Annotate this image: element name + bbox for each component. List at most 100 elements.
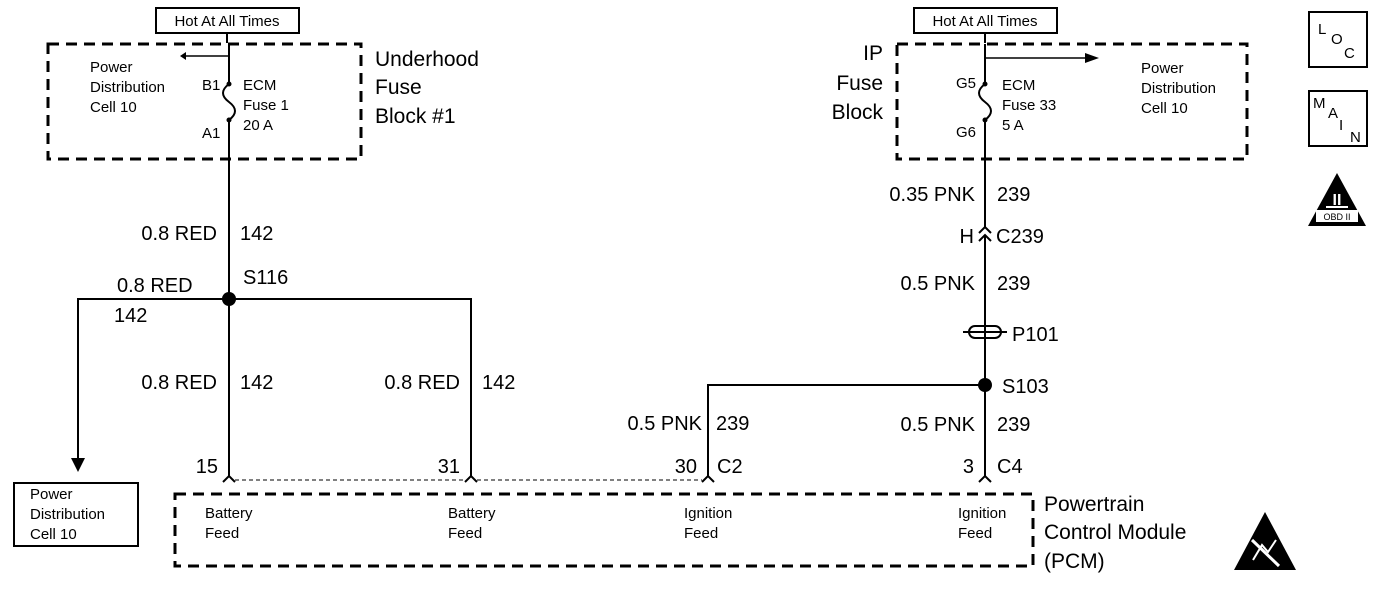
underhood-fuse-block: Hot At All Times Underhood Fuse Block #1… — [46, 7, 479, 161]
svg-text:O: O — [1331, 31, 1343, 48]
obd-ii-label: OBD II — [1323, 212, 1350, 222]
wire-label-05-pnk-a: 0.5 PNK — [901, 273, 976, 295]
passthrough-p101 — [963, 322, 1007, 342]
pcm-feed-2-line-1: Battery — [448, 505, 496, 522]
right-pd-label-1: Power — [1141, 60, 1184, 77]
svg-text:II: II — [1333, 192, 1342, 209]
pcm-feed-3-line-2: Feed — [684, 525, 718, 542]
ip-fuse-block-name-1: IP — [863, 42, 883, 65]
splice-s103-label: S103 — [1002, 376, 1049, 398]
pd-box-label-3: Cell 10 — [30, 526, 77, 543]
pcm-feed-4-line-2: Feed — [958, 525, 992, 542]
pd-box-label-1: Power — [30, 486, 73, 503]
svg-text:N: N — [1350, 129, 1361, 146]
circuit-label-239-d: 239 — [997, 414, 1030, 436]
loc-icon: L O C — [1308, 11, 1368, 68]
left-fuse-symbol — [222, 83, 236, 121]
circuit-label-239-c: 239 — [716, 413, 749, 435]
right-fuse-symbol — [978, 83, 992, 121]
right-pd-label-2: Distribution — [1141, 80, 1216, 97]
left-wiring: 0.8 RED 142 S116 0.8 RED 142 0.8 RED 142… — [71, 120, 515, 476]
connector-c239-upper — [978, 225, 992, 234]
circuit-label-239-b: 239 — [997, 273, 1030, 295]
connector-c2-label: C2 — [717, 456, 743, 478]
wire-label-05-pnk-b: 0.5 PNK — [628, 413, 703, 435]
pcm-name-1: Powertrain — [1044, 493, 1144, 516]
left-pin-b1: B1 — [202, 77, 220, 94]
svg-text:L: L — [1318, 21, 1326, 38]
right-pd-arrow — [1085, 53, 1099, 63]
main-icon: M A I N — [1308, 90, 1368, 147]
left-pd-label-1: Power — [90, 59, 133, 76]
pcm-name-2: Control Module — [1044, 521, 1186, 544]
pcm-module: Battery Feed Battery Feed Ignition Feed … — [173, 492, 1186, 573]
right-pin-g6: G6 — [956, 124, 976, 141]
wire-label-red-branch: 0.8 RED — [117, 275, 193, 297]
pin-31-terminal — [464, 474, 478, 483]
pin-15-terminal — [222, 474, 236, 483]
right-fuse-label-1: ECM — [1002, 77, 1035, 94]
ip-fuse-block-name-2: Fuse — [836, 72, 883, 95]
splice-s116-label: S116 — [243, 267, 288, 289]
right-fuse-label-3: 5 A — [1002, 117, 1024, 134]
hot-at-all-times-label-left: Hot At All Times — [174, 13, 279, 30]
wire-label-red-pin15: 0.8 RED — [141, 372, 217, 394]
ip-fuse-block-outline — [895, 42, 1249, 161]
circuit-label-239-a: 239 — [997, 184, 1030, 206]
pin-31-label: 31 — [438, 456, 460, 478]
connector-c4-label: C4 — [997, 456, 1023, 478]
right-wiring: 0.35 PNK 239 H C239 0.5 PNK 239 P101 S10… — [628, 120, 1059, 476]
pcm-outline — [173, 492, 1035, 568]
underhood-fuse-block-outline — [46, 42, 363, 161]
pcm-name-3: (PCM) — [1044, 550, 1105, 573]
svg-text:A: A — [1328, 105, 1338, 122]
wire-label-035-pnk: 0.35 PNK — [889, 184, 975, 206]
connector-h-label: H — [960, 226, 974, 248]
left-pd-label-3: Cell 10 — [90, 99, 137, 116]
svg-text:I: I — [1339, 117, 1343, 134]
connector-c239-label: C239 — [996, 226, 1044, 248]
esd-warning-icon — [1234, 512, 1296, 570]
pcm-connectors: 15 31 30 C2 3 C4 — [196, 456, 1023, 483]
hot-at-all-times-label-right: Hot At All Times — [932, 13, 1037, 30]
left-fuse-label-2: Fuse 1 — [243, 97, 289, 114]
pcm-feed-3-line-1: Ignition — [684, 505, 732, 522]
connector-p101-label: P101 — [1012, 324, 1059, 346]
underhood-fuse-block-name-3: Block #1 — [375, 105, 456, 128]
right-pd-label-3: Cell 10 — [1141, 100, 1188, 117]
left-pd-label-2: Distribution — [90, 79, 165, 96]
pcm-feed-1-line-2: Feed — [205, 525, 239, 542]
circuit-label-142-pin31: 142 — [482, 372, 515, 394]
circuit-label-142-branch: 142 — [114, 305, 147, 327]
circuit-label-142-pin15: 142 — [240, 372, 273, 394]
pin-3-terminal — [978, 474, 992, 483]
svg-text:C: C — [1344, 45, 1355, 62]
wire-label-05-pnk-c: 0.5 PNK — [901, 414, 976, 436]
pcm-feed-4-line-1: Ignition — [958, 505, 1006, 522]
pin-30-label: 30 — [675, 456, 697, 478]
right-pin-g5: G5 — [956, 75, 976, 92]
pcm-feed-1-line-1: Battery — [205, 505, 253, 522]
left-pin-a1: A1 — [202, 125, 220, 142]
pin-30-terminal — [701, 474, 715, 483]
underhood-fuse-block-name-2: Fuse — [375, 76, 422, 99]
obd-ii-icon: II OBD II — [1308, 173, 1366, 226]
pin-15-label: 15 — [196, 456, 218, 478]
right-fuse-label-2: Fuse 33 — [1002, 97, 1056, 114]
pcm-feed-2-line-2: Feed — [448, 525, 482, 542]
wire-label-red-top: 0.8 RED — [141, 223, 217, 245]
circuit-label-142-top: 142 — [240, 223, 273, 245]
power-distribution-box: Power Distribution Cell 10 — [13, 482, 139, 547]
ip-fuse-block-name-3: Block — [832, 101, 884, 124]
wire-label-red-pin31: 0.8 RED — [384, 372, 460, 394]
svg-text:M: M — [1313, 95, 1326, 112]
pd-box-label-2: Distribution — [30, 506, 105, 523]
pin-3-label: 3 — [963, 456, 974, 478]
ip-fuse-block: Hot At All Times IP Fuse Block Power Dis… — [832, 7, 1249, 161]
left-fuse-label-3: 20 A — [243, 117, 273, 134]
left-pd-arrow — [180, 52, 186, 60]
underhood-fuse-block-name-1: Underhood — [375, 48, 479, 71]
pd-arrow-down — [71, 458, 85, 472]
left-fuse-label-1: ECM — [243, 77, 276, 94]
